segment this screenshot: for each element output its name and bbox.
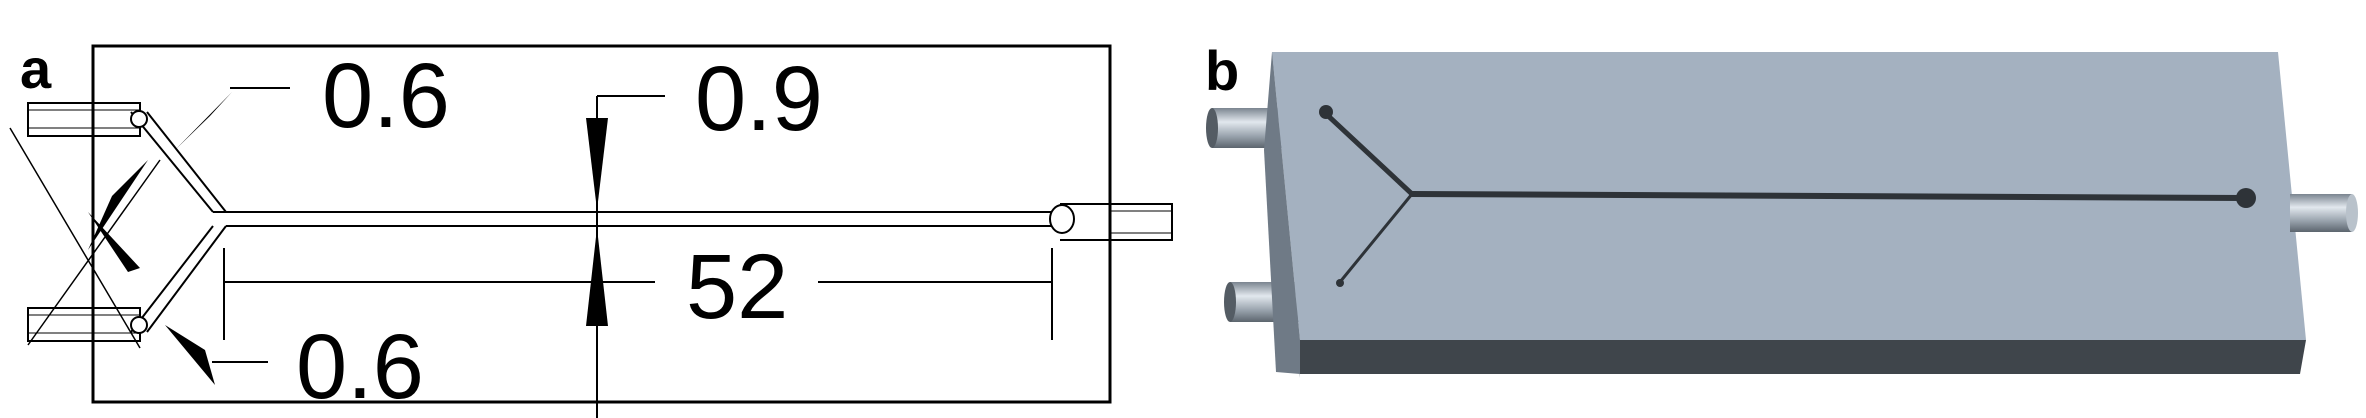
- outlet-port: [1049, 204, 1075, 234]
- inlet-port-top: [130, 110, 148, 128]
- dim-channel-width: 0.9: [586, 48, 823, 418]
- channel-network-3d: [1321, 109, 2249, 284]
- outlet-tube: [1060, 203, 1173, 241]
- chip-left-face: [1264, 52, 1300, 374]
- dim-channel-length-label: 52: [686, 236, 788, 338]
- panel-a-schematic: a: [9, 37, 1173, 418]
- inlet-port-bottom: [130, 316, 148, 334]
- dim-inlet-bottom: 0.6: [27, 159, 424, 418]
- panel-a-label: a: [20, 37, 52, 100]
- outlet-port-3d: [2236, 188, 2256, 208]
- chip-front-face: [1300, 340, 2306, 374]
- panel-b-label: b: [1205, 39, 1239, 102]
- inlet-port-top-3d: [1319, 105, 1333, 119]
- dim-inlet-top: 0.6: [9, 45, 450, 349]
- dim-channel-width-label: 0.9: [695, 48, 823, 150]
- outlet-tube-3d: [2290, 194, 2358, 232]
- inlet-port-bottom-3d: [1336, 279, 1344, 287]
- panel-b-rendering: b: [1205, 39, 2358, 378]
- inlet-tube-bottom: [27, 307, 141, 342]
- dim-channel-length: 52: [223, 236, 1053, 340]
- chip-outline: [91, 44, 1112, 404]
- inlet-tube-top: [27, 102, 141, 137]
- dim-inlet-bottom-label: 0.6: [296, 316, 424, 418]
- channel-network: [130, 111, 1052, 333]
- dim-inlet-top-label: 0.6: [322, 45, 450, 147]
